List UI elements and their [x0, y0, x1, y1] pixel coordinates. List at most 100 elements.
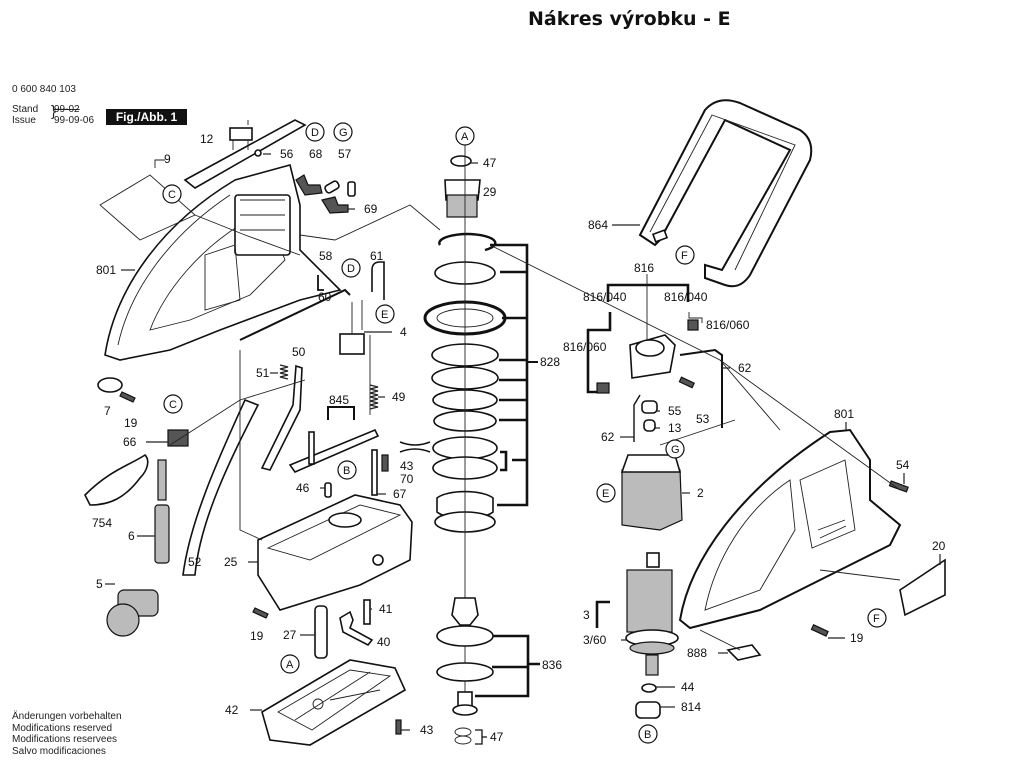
- part-label: 816/060: [563, 340, 607, 354]
- cable-12: [183, 119, 307, 189]
- part-label: 801: [96, 263, 116, 277]
- part-label: 43: [420, 723, 434, 737]
- bracket-47: [475, 729, 487, 745]
- stand-value: 99-02: [54, 104, 80, 115]
- part-label: 43: [400, 459, 414, 473]
- issue-value: 99-09-06: [54, 115, 95, 126]
- clip-parts-68-57-69: [295, 174, 356, 214]
- plug-5: [106, 589, 159, 637]
- part-label: 888: [687, 646, 707, 660]
- ref-circle-d: D: [305, 122, 325, 142]
- part-label: 53: [696, 412, 710, 426]
- switch-assembly: [596, 319, 723, 428]
- svg-text:E: E: [381, 309, 388, 321]
- svg-text:F: F: [681, 250, 688, 262]
- part-label: 25: [224, 555, 238, 569]
- part-label: 7: [104, 404, 111, 418]
- part-label: 4: [400, 325, 407, 339]
- part-label: 54: [896, 458, 910, 472]
- part-label: 47: [490, 730, 504, 744]
- cable-clip: [229, 127, 253, 141]
- screw-19-right: [810, 624, 829, 637]
- washer-7: [97, 377, 123, 393]
- washer-56: [254, 149, 262, 157]
- part-label: 62: [601, 430, 615, 444]
- part-label: 816: [634, 261, 654, 275]
- screw-43: [381, 454, 389, 472]
- part-label: 66: [123, 435, 137, 449]
- part-label: 816/040: [664, 290, 708, 304]
- svg-text:A: A: [286, 659, 294, 671]
- part-label: 60: [318, 290, 332, 304]
- bracket-816: [586, 274, 703, 394]
- lever-50: [260, 364, 303, 471]
- part-label: 814: [681, 700, 701, 714]
- part-label: 67: [393, 487, 407, 501]
- bushing-55: [641, 400, 658, 414]
- rod-67: [371, 449, 378, 496]
- part-label: 50: [292, 345, 306, 359]
- svg-text:G: G: [671, 444, 680, 456]
- part-label: 2: [697, 486, 704, 500]
- part-label: 58: [319, 249, 333, 263]
- svg-text:F: F: [873, 613, 880, 625]
- part-label: 9: [164, 152, 171, 166]
- bushing-13: [643, 419, 656, 432]
- ref-circle-g: G: [333, 122, 353, 142]
- bracket-3: [595, 600, 610, 628]
- handle-864: [638, 99, 813, 288]
- ref-circle-f: F: [867, 608, 887, 628]
- clamp: [399, 441, 431, 453]
- rod-60: [239, 288, 351, 341]
- screw-54: [888, 480, 909, 493]
- part-label: 6: [128, 529, 135, 543]
- svg-text:B: B: [644, 729, 651, 741]
- part-labels: 9 12 56 68 57 69 801 58 61 60 4 50 51 7 …: [92, 132, 946, 744]
- ref-circle-f: F: [675, 245, 695, 265]
- bracket-836: [475, 634, 540, 698]
- part-label: 62: [738, 361, 752, 375]
- field-coil-2: [620, 454, 683, 531]
- bolt-41: [363, 599, 371, 625]
- brace: }: [51, 103, 57, 120]
- bar-845: [288, 428, 380, 473]
- gear-housing-25: [257, 494, 413, 611]
- switch-4: [339, 333, 365, 355]
- left-housing-801: [104, 164, 342, 361]
- pin-46: [324, 482, 332, 498]
- screw-19: [119, 391, 136, 403]
- part-label: 42: [225, 703, 239, 717]
- bearing-814: [635, 701, 661, 719]
- part-label: 816/060: [706, 318, 750, 332]
- part-label: 55: [668, 404, 682, 418]
- part-label: 828: [540, 355, 560, 369]
- footer-notes: Änderungen vorbehalten Modifications res…: [12, 711, 122, 757]
- part-label: 12: [200, 132, 214, 146]
- part-label: 47: [483, 156, 497, 170]
- part-label: 61: [370, 249, 384, 263]
- connector-66: [167, 429, 189, 447]
- sleeve-6: [154, 504, 170, 564]
- screw-43-bottom: [395, 719, 402, 735]
- part-label: 52: [188, 555, 202, 569]
- part-label: 816/040: [583, 290, 627, 304]
- part-label: 68: [309, 147, 323, 161]
- figure-label: Fig./Abb. 1: [106, 109, 187, 125]
- part-label: 19: [250, 629, 264, 643]
- guide-52: [182, 398, 260, 576]
- spring-51: [279, 364, 289, 380]
- washer-44: [641, 683, 657, 693]
- pin: [308, 431, 315, 465]
- stand-label: Stand: [12, 104, 39, 115]
- page-title: Nákres výrobku - E: [528, 8, 731, 30]
- footer-line: Modifications reserved: [12, 722, 113, 734]
- ref-circle-d: D: [341, 258, 361, 278]
- cable: [157, 459, 167, 501]
- ref-circle-b: B: [638, 724, 658, 744]
- part-label: 70: [400, 472, 414, 486]
- svg-text:C: C: [169, 399, 177, 411]
- gear-stack: [423, 145, 507, 745]
- part-label: 5: [96, 577, 103, 591]
- ref-circle-c: C: [163, 394, 183, 414]
